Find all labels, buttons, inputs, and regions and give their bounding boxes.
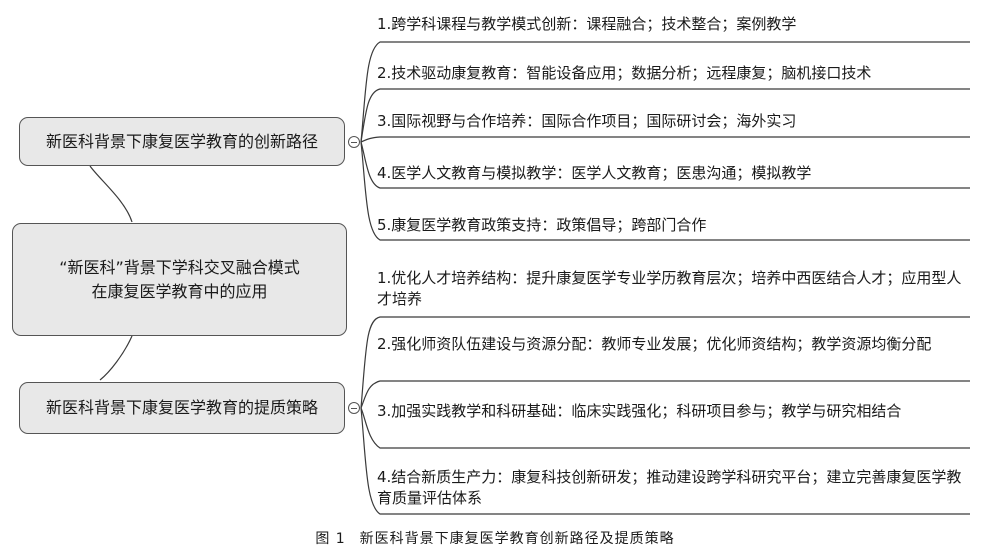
connector-b2-leaf4 — [360, 407, 970, 515]
leaf-item[interactable]: 2.强化师资队伍建设与资源分配：教师专业发展；优化师资结构；教学资源均衡分配 — [377, 335, 932, 353]
connector-central-branch2 — [99, 335, 133, 381]
leaf-item[interactable]: 5.康复医学教育政策支持：政策倡导；跨部门合作 — [377, 216, 707, 234]
connector-b1-leaf3 — [360, 136, 970, 143]
figure-number: 图 1 — [315, 531, 346, 547]
collapse-toggle-icon[interactable] — [348, 136, 360, 148]
branch-innovation-path-label: 新医科背景下康复医学教育的创新路径 — [45, 131, 318, 151]
connector-central-branch1 — [89, 165, 133, 223]
central-topic-label: “新医科”背景下学科交叉融合模式 在康复医学教育中的应用 — [59, 258, 300, 301]
connector-b1-leaf1 — [360, 41, 970, 143]
collapse-toggle-icon[interactable] — [348, 402, 360, 414]
connector-b1-leaf4 — [360, 141, 970, 189]
leaf-item[interactable]: 1.跨学科课程与教学模式创新：课程融合；技术整合；案例教学 — [377, 15, 797, 33]
connector-b2-leaf2 — [360, 380, 970, 409]
leaf-item[interactable]: 4.结合新质生产力：康复科技创新研发；推动建设跨学科研究平台；建立完善康复医学教… — [377, 468, 962, 507]
figure-title: 新医科背景下康复医学教育创新路径及提质策略 — [359, 531, 675, 547]
connector-b1-leaf5 — [360, 141, 970, 241]
branch-quality-strategy-label: 新医科背景下康复医学教育的提质策略 — [45, 398, 318, 418]
branch-quality-strategy-node[interactable]: 新医科背景下康复医学教育的提质策略 — [19, 382, 345, 434]
figure-caption: 图 1 新医科背景下康复医学教育创新路径及提质策略 — [0, 528, 990, 548]
branch-innovation-path-node[interactable]: 新医科背景下康复医学教育的创新路径 — [19, 117, 345, 166]
leaf-item[interactable]: 3.加强实践教学和科研基础：临床实践强化；科研项目参与；教学与研究相结合 — [377, 402, 902, 420]
connector-b1-leaf2 — [360, 88, 970, 143]
leaf-item[interactable]: 3.国际视野与合作培养：国际合作项目；国际研讨会；海外实习 — [377, 112, 797, 130]
leaf-item[interactable]: 4.医学人文教育与模拟教学：医学人文教育；医患沟通；模拟教学 — [377, 164, 812, 182]
connector-b2-leaf3 — [360, 407, 970, 449]
connector-b2-leaf1 — [360, 316, 970, 409]
leaf-item[interactable]: 2.技术驱动康复教育：智能设备应用；数据分析；远程康复；脑机接口技术 — [377, 64, 872, 82]
central-topic-node[interactable]: “新医科”背景下学科交叉融合模式 在康复医学教育中的应用 — [12, 223, 347, 336]
leaf-item[interactable]: 1.优化人才培养结构：提升康复医学专业学历教育层次；培养中西医结合人才；应用型人… — [377, 269, 962, 308]
